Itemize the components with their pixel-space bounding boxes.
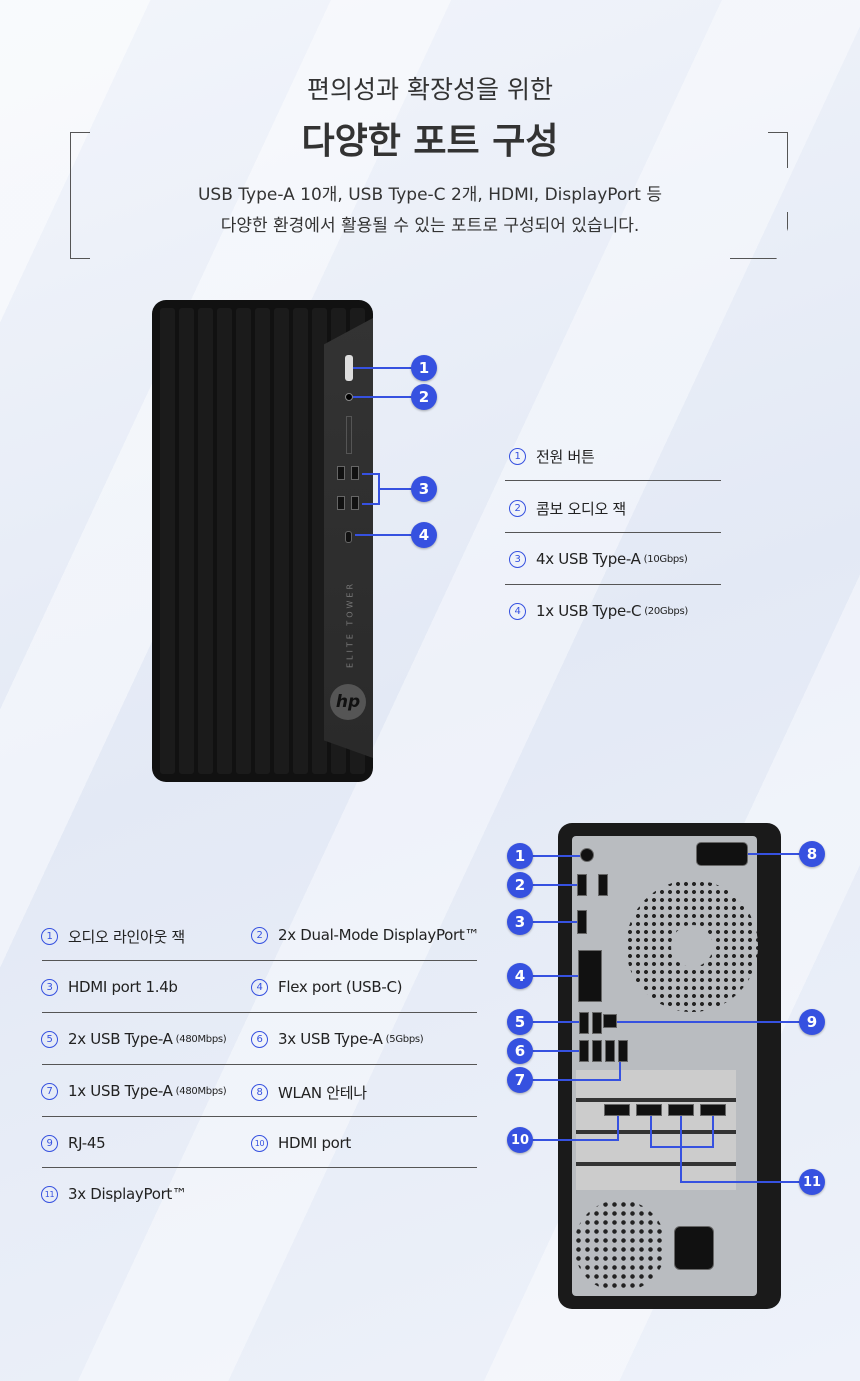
model-label: ELITE TOWER [345, 580, 355, 669]
card-slot [346, 416, 352, 454]
rear-badge-7: 7 [507, 1067, 533, 1093]
power-socket [674, 1226, 714, 1270]
psu-grille [574, 1200, 666, 1292]
page-title: 다양한 포트 구성 [301, 121, 559, 162]
rear-badge-8: 8 [799, 841, 825, 867]
front-badge-2: 2 [411, 384, 437, 410]
bracket-right-bottom [730, 212, 788, 259]
rear-badge-4: 4 [507, 963, 533, 989]
bracket-right-top [768, 132, 788, 168]
rear-badge-6: 6 [507, 1038, 533, 1064]
fan-grille [626, 880, 758, 1012]
desc-line-1: USB Type-A 10개, USB Type-C 2개, HDMI, Dis… [197, 185, 662, 205]
rear-badge-10: 10 [507, 1127, 533, 1153]
subtitle: 편의성과 확장성을 위한 [307, 75, 553, 104]
description: USB Type-A 10개, USB Type-C 2개, HDMI, Dis… [0, 180, 860, 242]
hp-logo: hp [330, 684, 366, 720]
front-badge-4: 4 [411, 522, 437, 548]
audio-jack [345, 393, 353, 401]
desc-line-2: 다양한 환경에서 활용될 수 있는 포트로 구성되어 있습니다. [220, 216, 640, 236]
rear-badge-5: 5 [507, 1009, 533, 1035]
rear-badge-9: 9 [799, 1009, 825, 1035]
rear-badge-1: 1 [507, 843, 533, 869]
rear-badge-3: 3 [507, 909, 533, 935]
bracket-left [70, 132, 90, 259]
front-badge-1: 1 [411, 355, 437, 381]
front-badge-3: 3 [411, 476, 437, 502]
rear-badge-2: 2 [507, 872, 533, 898]
rear-badge-11: 11 [799, 1169, 825, 1195]
power-button [345, 355, 353, 381]
